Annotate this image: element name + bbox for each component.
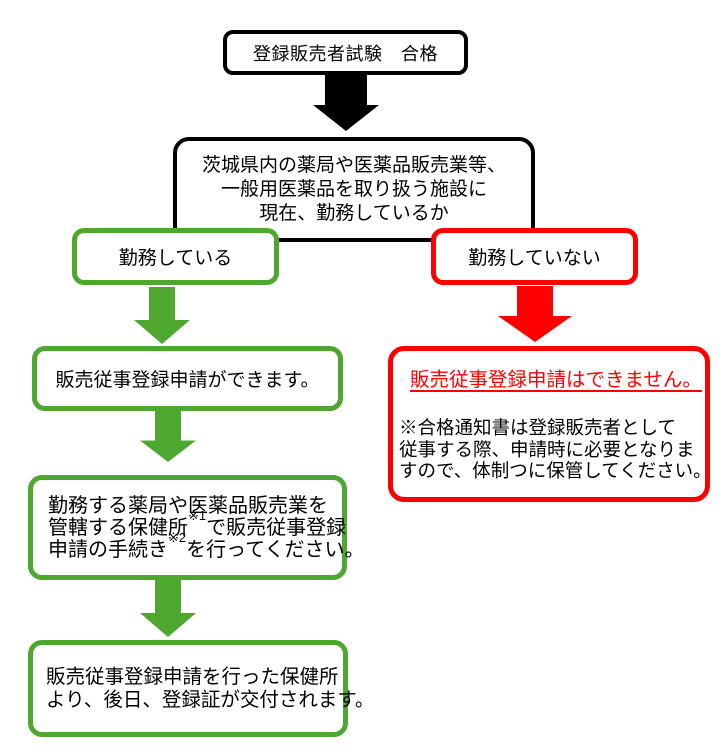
question-line: 一般用医薬品を取り扱う施設に xyxy=(220,178,487,200)
no-application-box: 販売従事登録申請はできません。 ※合格通知書は登録販売者として 従事する際、申請… xyxy=(388,346,712,502)
question-line: 茨城県内の薬局や医薬品販売業等、 xyxy=(201,154,506,176)
question-box: 茨城県内の薬局や医薬品販売業等、 一般用医薬品を取り扱う施設に 現在、勤務してい… xyxy=(173,137,535,242)
down-arrow-black-icon xyxy=(313,74,379,131)
down-arrow-red-icon xyxy=(498,286,572,342)
note-line: すので、体制つに保管してください。 xyxy=(399,460,712,481)
down-arrow-green-icon xyxy=(140,411,196,462)
down-arrow-red-shape xyxy=(498,286,572,342)
step2-line: を行ってください。 xyxy=(186,538,365,561)
footnote-ref-1: ※1 xyxy=(188,507,207,523)
down-arrow-green-shape xyxy=(134,287,190,344)
note-line: ※合格通知書は登録販売者として xyxy=(399,417,676,438)
branch-working-box: 勤務している xyxy=(72,228,279,285)
question-line: 現在、勤務しているか xyxy=(259,202,449,224)
question-text: 茨城県内の薬局や医薬品販売業等、 一般用医薬品を取り扱う施設に 現在、勤務してい… xyxy=(202,154,506,226)
branch-not-working-label: 勤務していない xyxy=(468,248,601,269)
step2-line: 管轄する保健所 xyxy=(48,516,188,539)
start-box-label: 登録販売者試験 合格 xyxy=(253,43,438,64)
no-application-title: 販売従事登録申請はできません。 xyxy=(410,369,702,391)
down-arrow-green-shape xyxy=(140,411,196,462)
start-box: 登録販売者試験 合格 xyxy=(223,30,468,75)
step3-text: 販売従事登録申請を行った保健所 より、後日、登録証が交付されます。 xyxy=(46,666,374,711)
step3-line: より、後日、登録証が交付されます。 xyxy=(46,688,375,711)
branch-working-label: 勤務している xyxy=(118,248,233,269)
step2-line: 勤務する薬局や医薬品販売業を xyxy=(48,494,328,517)
no-application-note: ※合格通知書は登録販売者として 従事する際、申請時に必要となりま すので、体制つ… xyxy=(399,417,712,482)
branch-not-working-box: 勤務していない xyxy=(431,228,638,285)
step1-box: 販売従事登録申請ができます。 xyxy=(32,346,343,411)
step2-line: 申請の手続き xyxy=(48,538,168,561)
down-arrow-green-icon xyxy=(140,580,196,637)
down-arrow-green-shape xyxy=(140,580,196,637)
step2-box: 勤務する薬局や医薬品販売業を 管轄する保健所※1で販売従事登録 申請の手続き※2… xyxy=(28,475,365,580)
down-arrow-green-icon xyxy=(134,287,190,344)
step3-box: 販売従事登録申請を行った保健所 より、後日、登録証が交付されます。 xyxy=(28,640,374,737)
step3-line: 販売従事登録申請を行った保健所 xyxy=(46,666,339,688)
footnote-ref-2: ※2 xyxy=(168,529,187,545)
step2-text: 勤務する薬局や医薬品販売業を 管轄する保健所※1で販売従事登録 申請の手続き※2… xyxy=(48,495,365,561)
step1-label: 販売従事登録申請ができます。 xyxy=(55,370,320,391)
note-line: 従事する際、申請時に必要となりま xyxy=(399,438,695,460)
down-arrow-black-shape xyxy=(313,74,379,131)
step2-line: で販売従事登録 xyxy=(206,516,347,539)
